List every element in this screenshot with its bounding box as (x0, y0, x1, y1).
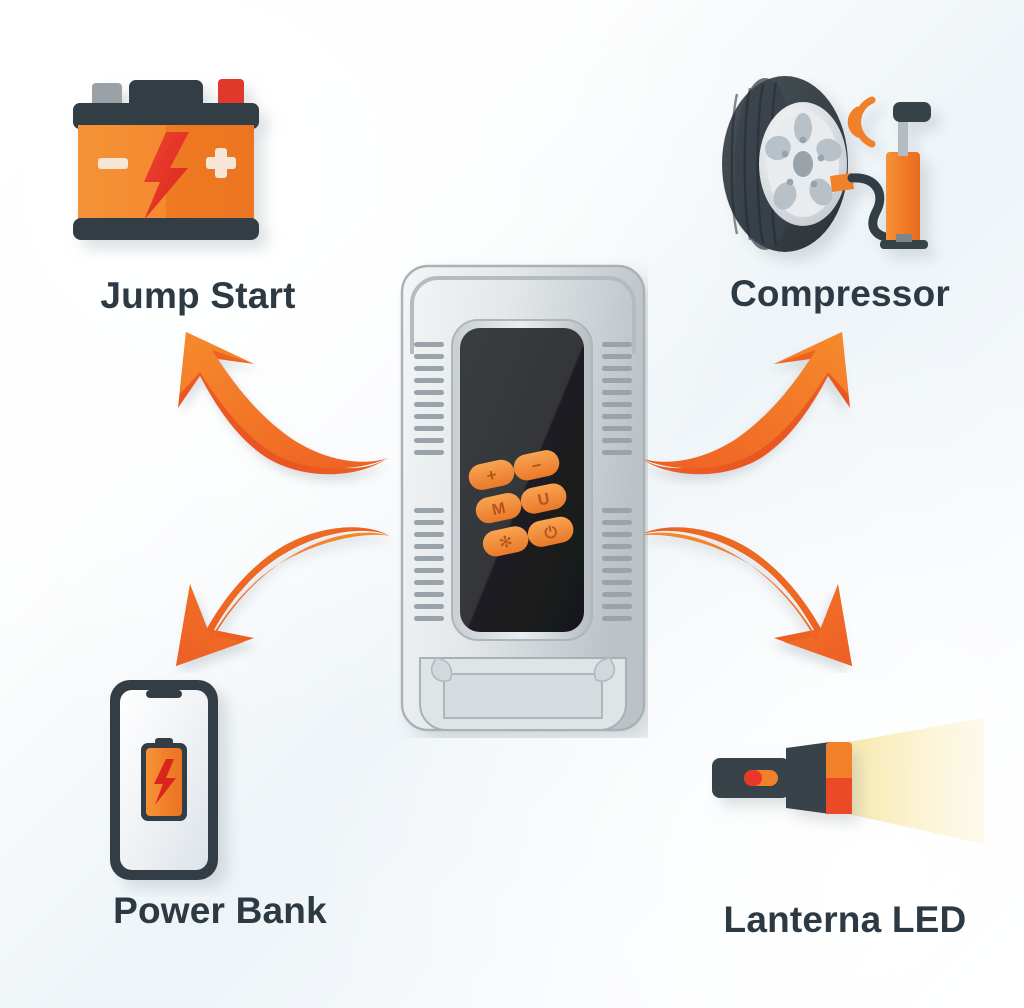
flashlight-icon (712, 718, 984, 844)
mode-button: M (475, 493, 522, 524)
feature-label-compressor: Compressor (730, 273, 950, 314)
jump-starter-device[interactable]: + − M U ✻ (398, 258, 648, 738)
svg-text:✻: ✻ (497, 531, 514, 552)
phone-charging-icon (110, 680, 218, 880)
feature-compressor[interactable]: Compressor (690, 66, 990, 326)
arrow-bottom-right (638, 527, 852, 666)
device-button-pad: + − M U ✻ (468, 450, 574, 557)
usb-button: U (520, 483, 567, 514)
feature-label-jump-start: Jump Start (100, 275, 296, 316)
svg-text:M: M (491, 500, 508, 519)
arrow-top-right (640, 332, 850, 475)
feature-label-power-bank: Power Bank (113, 890, 327, 931)
feature-label-lanterna-led: Lanterna LED (723, 899, 967, 940)
car-battery-icon (73, 79, 259, 240)
svg-text:+: + (485, 465, 499, 486)
feature-lanterna-led[interactable]: Lanterna LED (690, 716, 1000, 946)
light-button: ✻ (482, 526, 529, 557)
arrow-bottom-left (176, 527, 390, 666)
svg-text:U: U (536, 490, 551, 509)
power-button: ⏻ (527, 516, 574, 547)
svg-text:−: − (530, 455, 544, 476)
tire-pump-icon (722, 76, 931, 252)
svg-text:⏻: ⏻ (543, 522, 560, 543)
feature-jump-start[interactable]: Jump Start (48, 70, 348, 330)
plus-button: + (468, 459, 515, 490)
feature-power-bank[interactable]: Power Bank (70, 672, 370, 942)
arrow-top-left (178, 332, 388, 475)
minus-button: − (513, 450, 560, 481)
